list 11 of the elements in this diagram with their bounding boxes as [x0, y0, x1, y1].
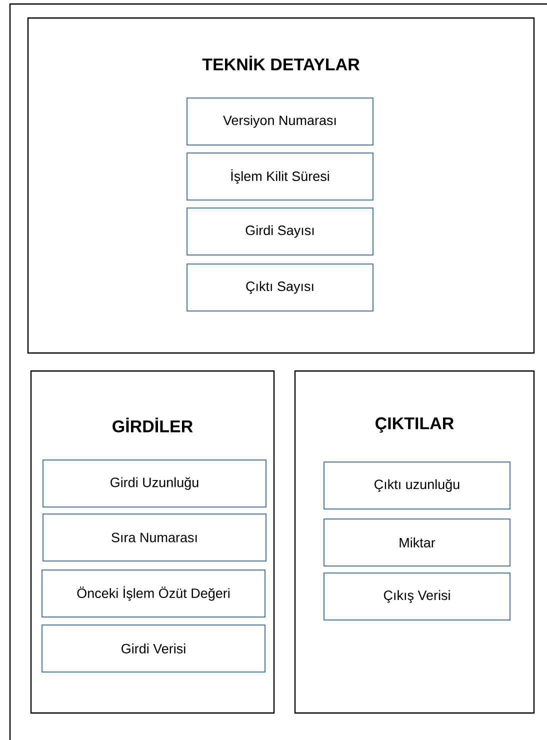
field-box: Girdi Uzunluğu	[42, 460, 266, 508]
field-box: Girdi Verisi	[42, 624, 266, 672]
field-box: Sıra Numarası	[42, 514, 266, 562]
field-box: Önceki İşlem Özüt Değeri	[42, 570, 266, 618]
field-box: Girdi Sayısı	[186, 208, 374, 256]
field-box: Çıktı Sayısı	[186, 264, 374, 312]
field-box: Çıktı uzunluğu	[324, 462, 510, 510]
field-box: Versiyon Numarası	[186, 98, 374, 146]
field-box: Çıkış Verisi	[324, 572, 510, 620]
field-box: İşlem Kilit Süresi	[186, 152, 374, 200]
field-box: Miktar	[324, 518, 510, 566]
